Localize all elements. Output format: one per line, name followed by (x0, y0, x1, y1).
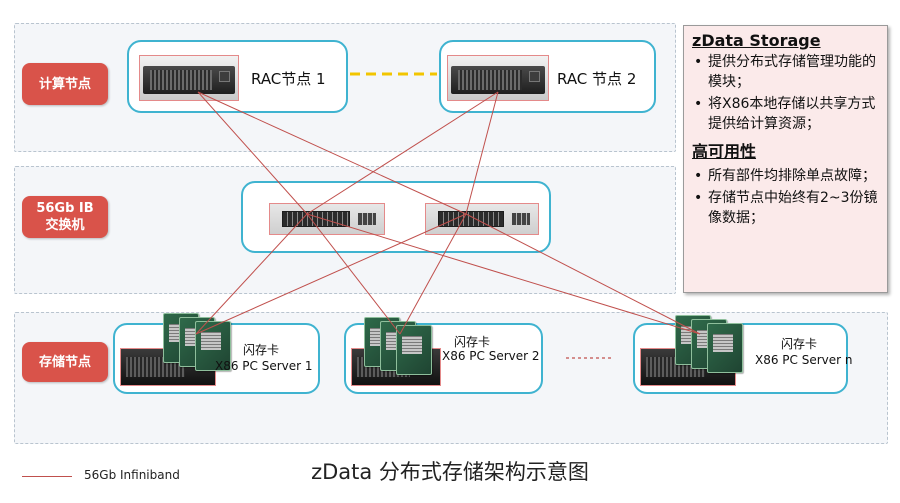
link-sw1-st2 (306, 213, 401, 335)
storage-node-1: 闪存卡 X86 PC Server 1 (113, 313, 320, 394)
tier-label-switch: 56Gb IB 交换机 (22, 196, 108, 238)
storage-server-label: X86 PC Server n (755, 353, 853, 367)
switch-image-1 (269, 203, 385, 235)
compute-node-2-label: RAC 节点 2 (557, 70, 637, 88)
link-rac1-sw1 (197, 91, 308, 215)
info-list-ha: 所有部件均排除单点故障； 存储节点中始终有2~3份镜像数据； (692, 166, 881, 228)
legend-line (22, 476, 72, 477)
legend-label: 56Gb Infiniband (84, 468, 180, 482)
link-rac2-sw2 (465, 91, 499, 215)
diagram-caption: zData 分布式存储架构示意图 (311, 460, 589, 484)
link-sw2-st2 (399, 213, 467, 335)
storage-server-label: X86 PC Server 2 (442, 349, 540, 363)
info-title-zdata: zData Storage (692, 31, 821, 50)
flash-card-icon (163, 313, 243, 373)
info-item: 存储节点中始终有2~3份镜像数据； (692, 188, 881, 228)
info-item: 所有部件均排除单点故障； (692, 166, 881, 186)
link-sw2-st1 (195, 213, 467, 335)
flash-card-icon (364, 317, 444, 377)
tier-label-compute: 计算节点 (22, 63, 108, 105)
flash-card-label: 闪存卡 (781, 337, 818, 351)
compute-node-1-label: RAC节点 1 (251, 70, 326, 88)
tier-label-storage: 存储节点 (22, 342, 108, 382)
switch-image-2 (425, 203, 539, 235)
info-panel: zData Storage 提供分布式存储管理功能的模块； 将X86本地存储以共… (683, 25, 888, 293)
compute-node-2: RAC 节点 2 (439, 40, 656, 113)
link-rac2-sw1 (306, 91, 499, 215)
flash-card-label: 闪存卡 (454, 335, 491, 349)
info-title-ha: 高可用性 (692, 142, 757, 161)
link-rac1-sw2 (197, 91, 467, 215)
storage-node-n: 闪存卡 X86 PC Server n (633, 315, 853, 394)
rack-server-image (447, 55, 549, 101)
rack-server-image (139, 55, 239, 101)
info-list-zdata: 提供分布式存储管理功能的模块； 将X86本地存储以共享方式提供给计算资源； (692, 52, 881, 134)
link-sw1-st1 (195, 213, 308, 335)
link-sw1-stn (306, 213, 701, 335)
storage-node-2: 闪存卡 X86 PC Server 2 (344, 317, 543, 394)
link-sw2-stn (465, 213, 701, 335)
storage-server-label: X86 PC Server 1 (215, 359, 313, 373)
flash-card-icon (675, 315, 755, 375)
info-item: 提供分布式存储管理功能的模块； (692, 52, 881, 92)
compute-node-1: RAC节点 1 (127, 40, 348, 113)
info-item: 将X86本地存储以共享方式提供给计算资源； (692, 94, 881, 134)
flash-card-label: 闪存卡 (243, 343, 280, 357)
